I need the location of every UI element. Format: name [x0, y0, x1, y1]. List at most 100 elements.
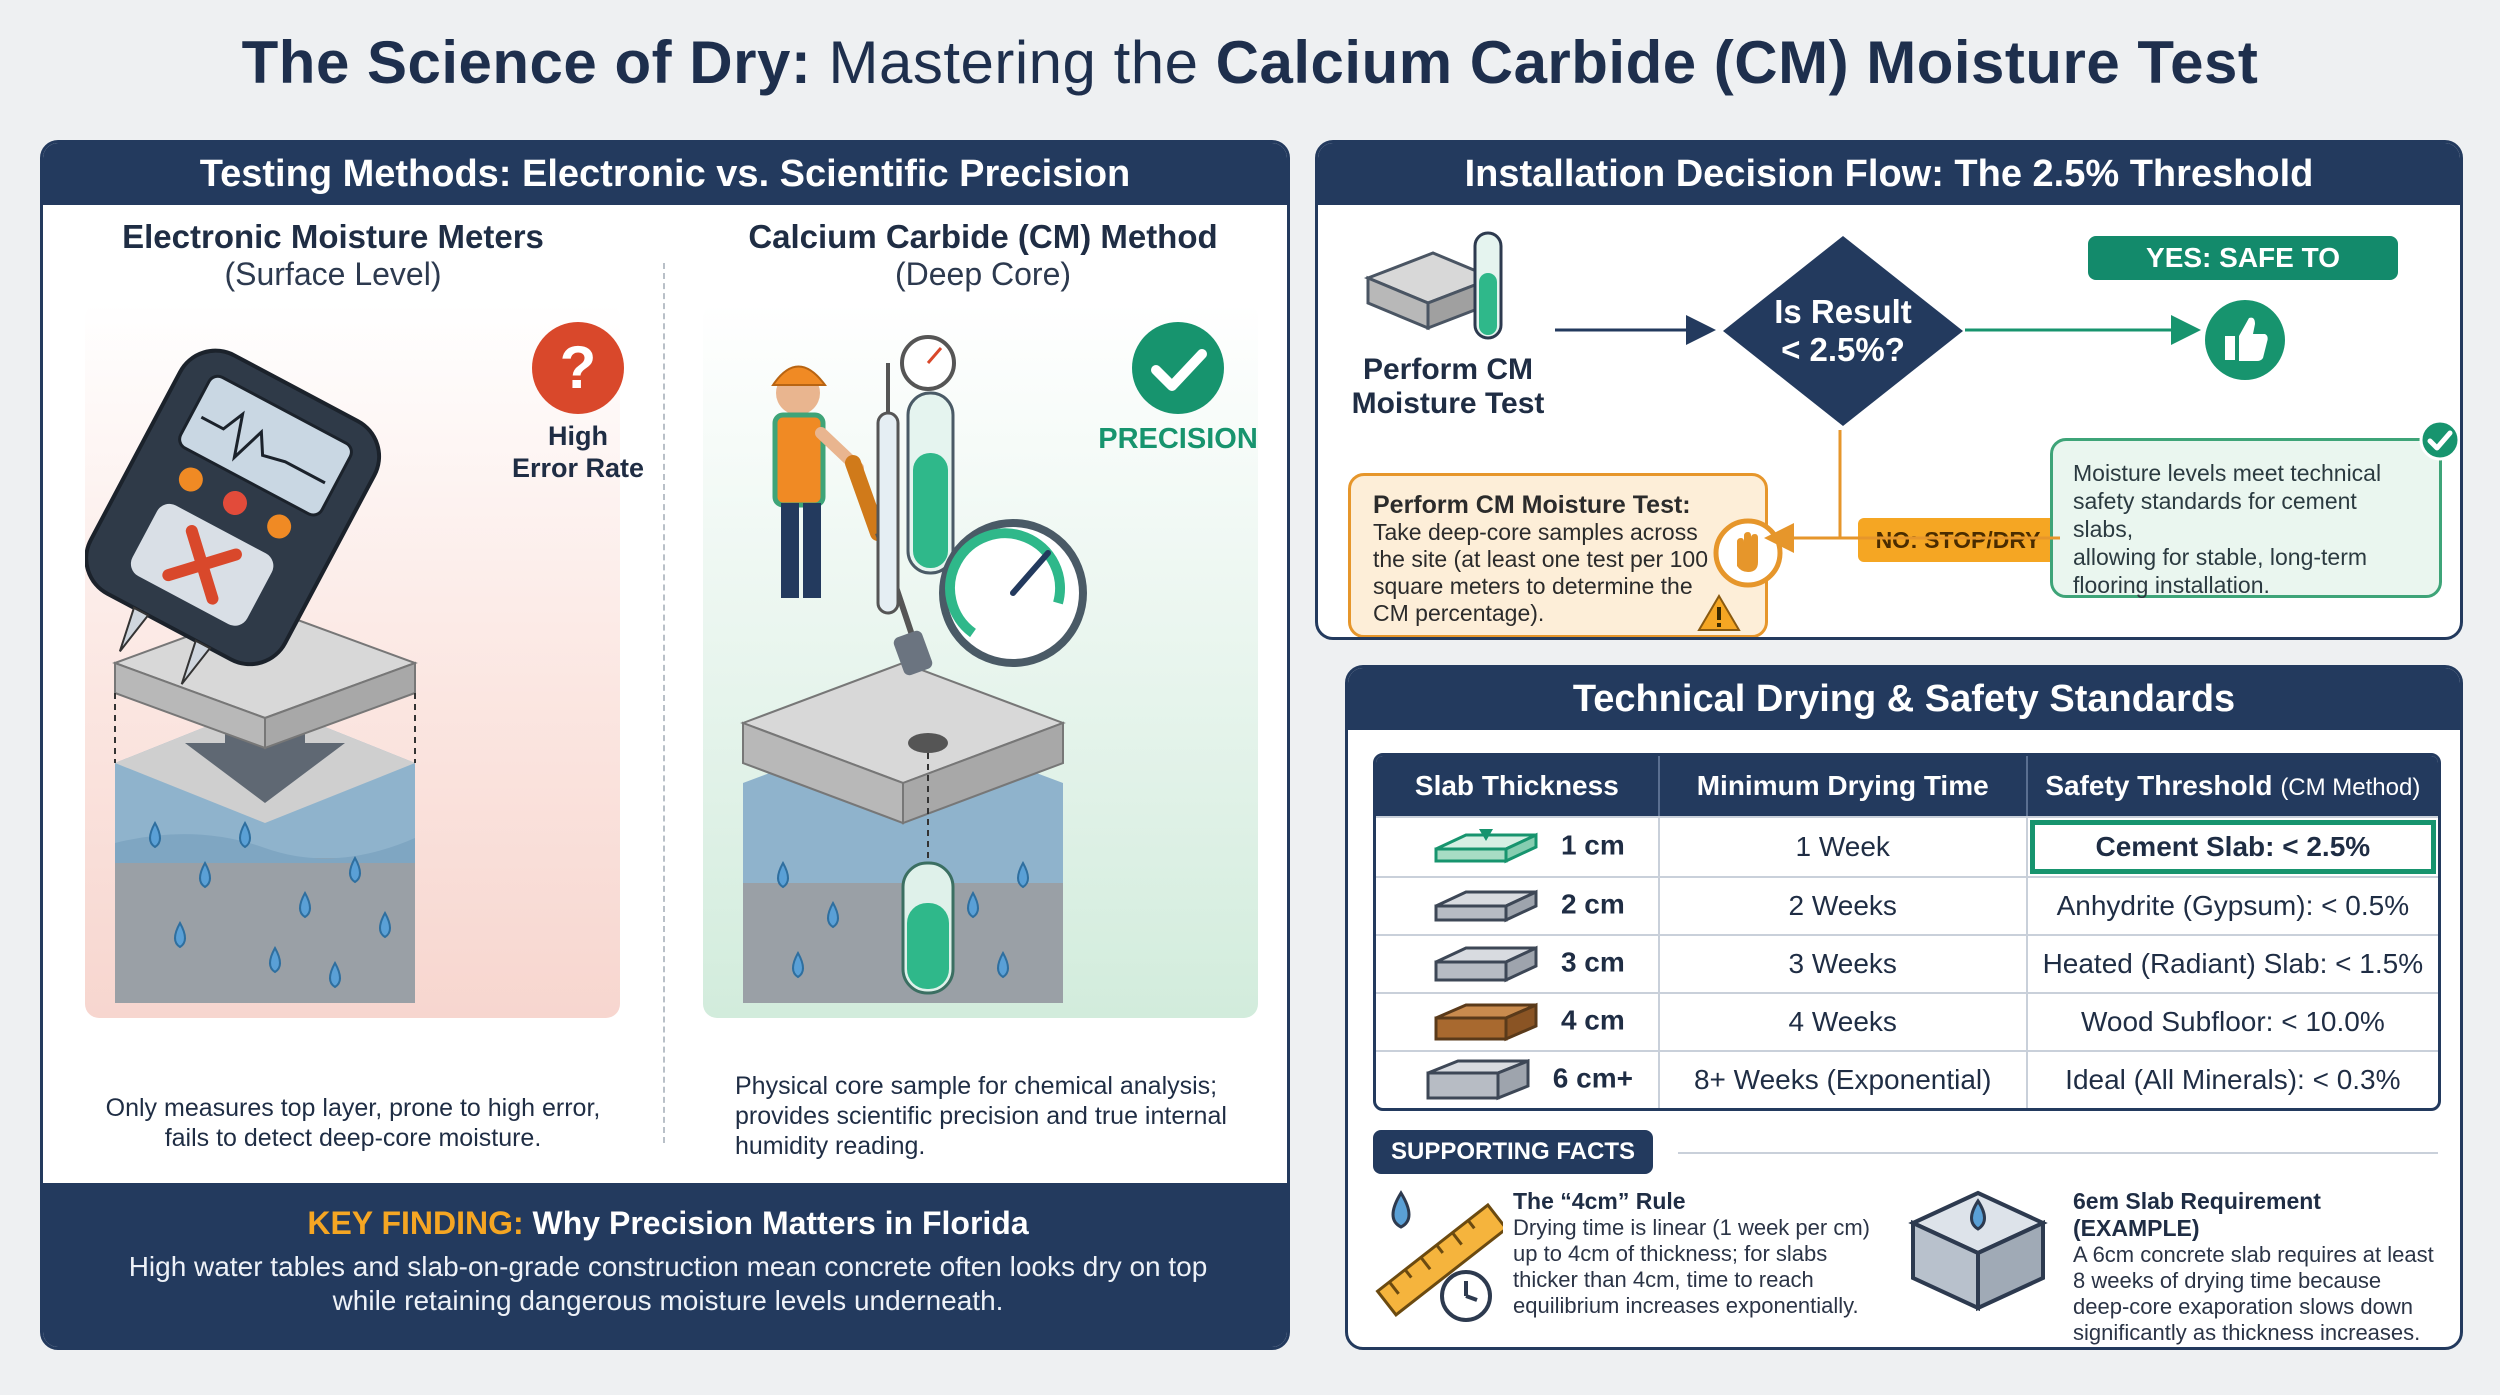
- cm-title: Calcium Carbide (CM) Method: [748, 218, 1218, 255]
- safe-install-info-line-1: Moisture levels meet technical: [2073, 460, 2382, 486]
- slab-sample-icon: [1363, 231, 1503, 340]
- warning-icon: [1697, 594, 1741, 631]
- decision-diamond: [1723, 236, 1963, 426]
- electronic-meter-illustration: [85, 348, 418, 1003]
- no-stop-dry-label: NO: STOP/DRY: [1858, 518, 2058, 562]
- electronic-subtitle: (Surface Level): [224, 256, 442, 292]
- question-warning-icon: ?: [532, 322, 624, 414]
- small-check-icon: [2419, 419, 2460, 461]
- cm-method-illustration: [740, 335, 1087, 1003]
- table-row: 2 cm 2 Weeks Anhydrite (Gypsum): < 0.5%: [1376, 876, 2438, 934]
- fact-6cm-line-2: 8 weeks of drying time because: [2073, 1268, 2382, 1293]
- thickness-cell: 2 cm: [1376, 876, 1660, 934]
- decision-line-1: Is Result: [1774, 293, 1912, 330]
- fact-6cm-slab: 6em Slab Requirement (EXAMPLE) A 6cm con…: [2073, 1188, 2453, 1346]
- high-error-line-1: High: [548, 421, 608, 451]
- title-part-3: Calcium Carbide (CM) Moisture Test: [1215, 29, 2259, 96]
- testing-methods-header: Testing Methods: Electronic vs. Scientif…: [43, 143, 1287, 205]
- decision-line-2: < 2.5%?: [1781, 331, 1905, 368]
- col-safety-threshold-note: (CM Method): [2280, 774, 2421, 801]
- arrow-no: [1838, 430, 2060, 540]
- gray-slab-icon: [1434, 889, 1538, 923]
- safe-install-info-line-2: safety standards for cement slabs,: [2073, 488, 2357, 542]
- key-finding-box: KEY FINDING: Why Precision Matters in Fl…: [43, 1183, 1287, 1347]
- threshold-cell: Anhydrite (Gypsum): < 0.5%: [2027, 876, 2438, 934]
- fact-4cm-rule: The “4cm” Rule Drying time is linear (1 …: [1513, 1188, 1893, 1319]
- threshold-cell: Wood Subfloor: < 10.0%: [2027, 992, 2438, 1050]
- electronic-title: Electronic Moisture Meters: [122, 218, 544, 255]
- col-safety-threshold-label: Safety Threshold: [2045, 770, 2273, 801]
- thickness-value: 6 cm+: [1552, 1062, 1633, 1094]
- table-row: 4 cm 4 Weeks Wood Subfloor: < 10.0%: [1376, 992, 2438, 1050]
- supporting-facts-label: SUPPORTING FACTS: [1373, 1130, 1654, 1174]
- thickness-value: 4 cm: [1560, 1004, 1625, 1036]
- fact-6cm-line-1: A 6cm concrete slab requires at least: [2073, 1242, 2434, 1267]
- perform-test-info-title: Perform CM Moisture Test:: [1373, 491, 1691, 519]
- thickness-cell: 4 cm: [1376, 992, 1660, 1050]
- drying-time-cell: 1 Week: [1659, 816, 2028, 876]
- perform-test-info-line-4: CM percentage).: [1373, 600, 1545, 626]
- wood-slab-icon: [1434, 1002, 1538, 1042]
- table-row: 1 cm 1 Week Cement Slab: < 2.5%: [1376, 816, 2438, 876]
- table-header-row: Slab Thickness Minimum Drying Time Safet…: [1376, 756, 2438, 816]
- col-slab-thickness: Slab Thickness: [1376, 756, 1660, 816]
- testing-methods-panel: Testing Methods: Electronic vs. Scientif…: [40, 140, 1290, 1350]
- key-finding-line-1: High water tables and slab-on-grade cons…: [128, 1251, 1208, 1282]
- page-title: The Science of Dry: Mastering the Calciu…: [0, 28, 2500, 97]
- drying-time-cell: 4 Weeks: [1659, 992, 2028, 1050]
- fact-6cm-line-3: deep-core exaporation slows down: [2073, 1294, 2413, 1319]
- gray-slab-icon: [1426, 1058, 1530, 1101]
- key-finding-line-2: while retaining dangerous moisture level…: [332, 1285, 1004, 1316]
- fact-4cm-line-2: up to 4cm of thickness; for slabs: [1513, 1241, 1828, 1266]
- perform-test-info-line-1: Take deep-core samples across: [1373, 519, 1698, 545]
- key-finding-label: KEY FINDING:: [307, 1205, 524, 1241]
- col-safety-threshold: Safety Threshold (CM Method): [2027, 756, 2438, 816]
- fact-6cm-title: 6em Slab Requirement (EXAMPLE): [2073, 1188, 2321, 1241]
- cm-subtitle: (Deep Core): [894, 256, 1072, 292]
- threshold-cell: Ideal (All Minerals): < 0.3%: [2027, 1050, 2438, 1108]
- safe-install-info-line-4: flooring installation.: [2073, 572, 2270, 598]
- decision-text: Is Result < 2.5%?: [1748, 293, 1938, 369]
- decision-flow-panel: Installation Decision Flow: The 2.5% Thr…: [1315, 140, 2463, 640]
- title-part-1: The Science of Dry:: [241, 29, 812, 96]
- key-finding-heading: Why Precision Matters in Florida: [523, 1205, 1029, 1241]
- step-perform-test: Perform CM Moisture Test: [1333, 353, 1563, 421]
- safe-install-info-box: Moisture levels meet technical safety st…: [2050, 438, 2442, 598]
- thumbs-up-icon: [2205, 300, 2285, 380]
- key-finding-title: KEY FINDING: Why Precision Matters in Fl…: [43, 1205, 1287, 1242]
- green-slab-icon: [1434, 829, 1538, 864]
- cm-caption-line-2: provides scientific precision and true i…: [735, 1102, 1227, 1130]
- standards-panel: Technical Drying & Safety Standards Slab…: [1345, 665, 2463, 1350]
- col-min-drying-time: Minimum Drying Time: [1659, 756, 2028, 816]
- decision-flow-header: Installation Decision Flow: The 2.5% Thr…: [1318, 143, 2460, 205]
- title-part-2: Mastering the: [811, 29, 1216, 96]
- cm-caption-line-1: Physical core sample for chemical analys…: [735, 1072, 1218, 1100]
- thickness-cell: 1 cm: [1376, 816, 1660, 876]
- slab-cube-icon: [1908, 1190, 2048, 1312]
- column-divider: [663, 263, 665, 1143]
- high-error-badge: High Error Rate: [473, 420, 683, 484]
- perform-test-info-line-2: the site (at least one test per 100: [1373, 546, 1708, 572]
- thickness-value: 2 cm: [1560, 888, 1625, 920]
- gray-slab-icon: [1434, 945, 1538, 983]
- fact-4cm-line-3: thicker than 4cm, time to reach: [1513, 1267, 1814, 1292]
- ruler-clock-icon: [1375, 1190, 1503, 1322]
- step-perform-test-line-2: Moisture Test: [1351, 387, 1545, 420]
- thickness-value: 3 cm: [1560, 946, 1625, 978]
- threshold-cell: Cement Slab: < 2.5%: [2027, 816, 2438, 876]
- step-perform-test-line-1: Perform CM: [1362, 353, 1534, 386]
- electronic-caption-line-1: Only measures top layer, prone to high e…: [105, 1094, 601, 1122]
- perform-test-info-box: Perform CM Moisture Test: Take deep-core…: [1348, 473, 1768, 637]
- precision-badge: PRECISION: [1098, 423, 1258, 455]
- flow-connectors: [1555, 315, 2201, 553]
- supporting-facts-rule: [1678, 1152, 2438, 1154]
- svg-text:?: ?: [560, 334, 597, 401]
- perform-test-info-line-3: square meters to determine the: [1373, 573, 1693, 599]
- fact-6cm-line-4: significantly as thickness increases.: [2073, 1320, 2421, 1345]
- key-finding-text: High water tables and slab-on-grade cons…: [43, 1250, 1287, 1318]
- table-row: 3 cm 3 Weeks Heated (Radiant) Slab: < 1.…: [1376, 934, 2438, 992]
- thickness-cell: 3 cm: [1376, 934, 1660, 992]
- drying-time-cell: 3 Weeks: [1659, 934, 2028, 992]
- thickness-cell: 6 cm+: [1376, 1050, 1660, 1108]
- safe-install-info-line-3: allowing for stable, long-term: [2073, 544, 2368, 570]
